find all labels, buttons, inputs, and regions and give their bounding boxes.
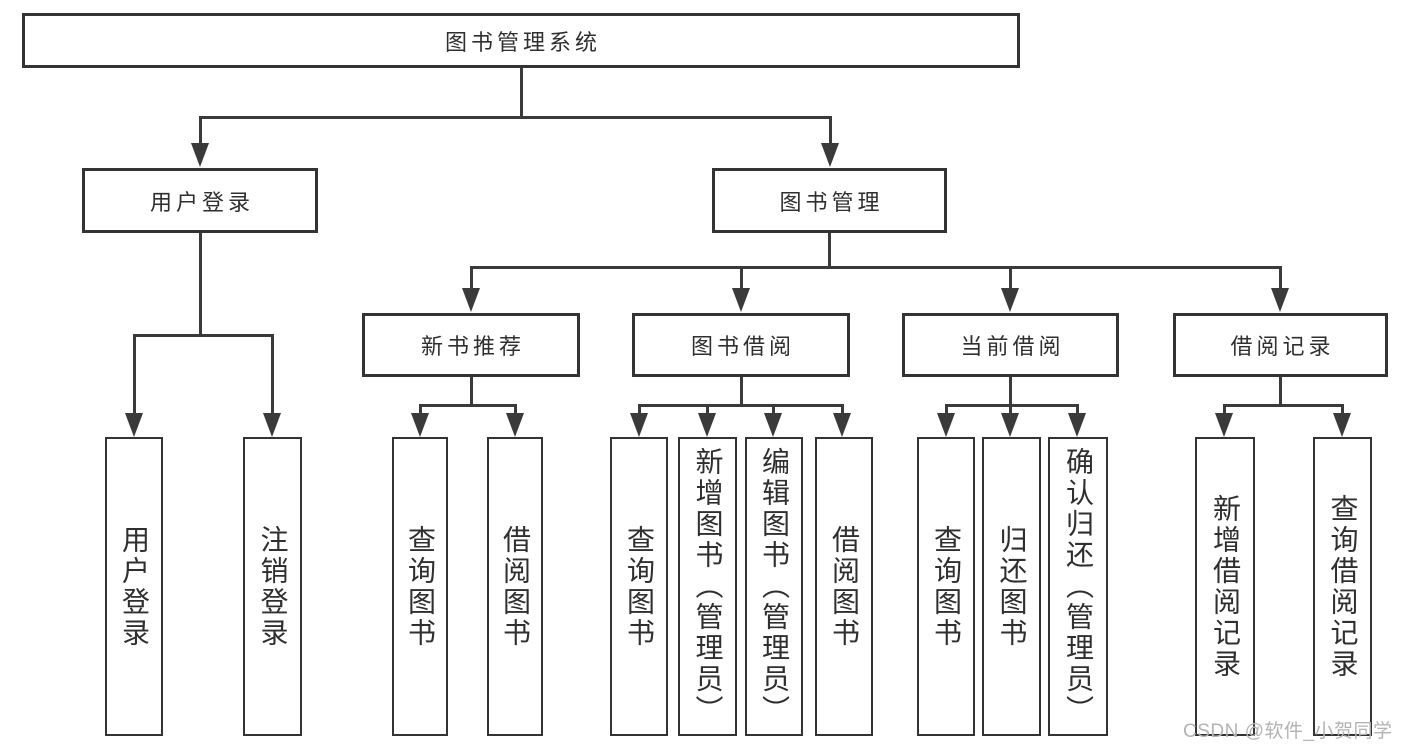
connector-records-hbar (1223, 404, 1344, 407)
connector-leaf-drop (945, 404, 948, 415)
leaf-add-book-admin: 新增图书（管理员） (678, 437, 737, 736)
connector-leaf-drop (772, 404, 775, 415)
arrow-down-icon (833, 413, 851, 437)
connector-leaf-drop (841, 404, 844, 415)
node-user-login: 用户登录 (82, 168, 318, 233)
connector-user-login-stem (199, 233, 202, 337)
connector-group-drop (740, 266, 743, 290)
arrow-down-icon (411, 413, 429, 437)
node-library-management-system: 图书管理系统 (22, 13, 1020, 68)
node-borrowing-records: 借阅记录 (1173, 313, 1388, 377)
leaf-add-borrow-record: 新增借阅记录 (1195, 437, 1255, 736)
connector-current-hbar (945, 404, 1079, 407)
node-book-management: 图书管理 (712, 168, 947, 233)
connector-book-mgmt-stem (828, 233, 831, 269)
leaf-logout-login: 注销登录 (243, 437, 302, 736)
connector-book-mgmt-hbar (470, 266, 1281, 269)
arrow-down-icon (1068, 413, 1086, 437)
connector-leaf-drop (1076, 404, 1079, 415)
arrow-down-icon (1001, 413, 1019, 437)
leaf-query-books-recommend: 查询图书 (392, 437, 448, 736)
leaf-edit-book-admin: 编辑图书（管理员） (745, 437, 803, 736)
connector-group-drop (470, 266, 473, 290)
connector-leaf-drop (638, 404, 641, 415)
leaf-user-login: 用户登录 (105, 437, 163, 736)
arrow-down-icon (125, 413, 143, 437)
arrow-down-icon (191, 143, 209, 167)
connector-root-hbar (199, 116, 832, 119)
connector-group-drop (1279, 266, 1282, 290)
node-current-borrowing: 当前借阅 (902, 313, 1119, 377)
leaf-query-books-borrowing: 查询图书 (610, 437, 668, 736)
arrow-down-icon (1215, 413, 1233, 437)
arrow-down-icon (630, 413, 648, 437)
leaf-borrow-books-recommend: 借阅图书 (487, 437, 543, 736)
connector-leaf-drop (419, 404, 422, 415)
arrow-down-icon (821, 143, 839, 167)
arrow-down-icon (1271, 288, 1289, 312)
connector-user-login-drop (199, 116, 202, 145)
arrow-down-icon (698, 413, 716, 437)
connector-book-mgmt-drop (829, 116, 832, 145)
connector-user-login-hbar (133, 334, 274, 337)
arrow-down-icon (263, 413, 281, 437)
connector-newbook-hbar (419, 404, 517, 407)
arrow-down-icon (937, 413, 955, 437)
arrow-down-icon (732, 288, 750, 312)
connector-records-stem (1279, 377, 1282, 407)
arrow-down-icon (506, 413, 524, 437)
connector-leaf-drop (1341, 404, 1344, 415)
leaf-confirm-return-admin: 确认归还（管理员） (1048, 437, 1108, 736)
connector-newbook-stem (470, 377, 473, 407)
connector-leaf-drop (1009, 404, 1012, 415)
node-new-book-recommendation: 新书推荐 (362, 313, 580, 377)
arrow-down-icon (1001, 288, 1019, 312)
connector-root-stem (520, 66, 523, 118)
leaf-return-book: 归还图书 (982, 437, 1041, 736)
leaf-borrow-books-borrowing: 借阅图书 (815, 437, 873, 736)
connector-bookborrow-stem (740, 377, 743, 407)
leaf-query-borrow-record: 查询借阅记录 (1313, 437, 1372, 736)
watermark-text: CSDN @软件_小贺同学 (1183, 721, 1393, 742)
connector-group-drop (1009, 266, 1012, 290)
connector-leaf-drop (1223, 404, 1226, 415)
connector-leaf-drop (706, 404, 709, 415)
arrow-down-icon (764, 413, 782, 437)
connector-current-stem (1009, 377, 1012, 407)
connector-leaf-drop (271, 334, 274, 414)
connector-leaf-drop (133, 334, 136, 414)
connector-bookborrow-hbar (638, 404, 844, 407)
connector-leaf-drop (514, 404, 517, 415)
node-book-borrowing: 图书借阅 (632, 313, 850, 377)
leaf-query-books-current: 查询图书 (917, 437, 975, 736)
arrow-down-icon (1333, 413, 1351, 437)
arrow-down-icon (462, 288, 480, 312)
